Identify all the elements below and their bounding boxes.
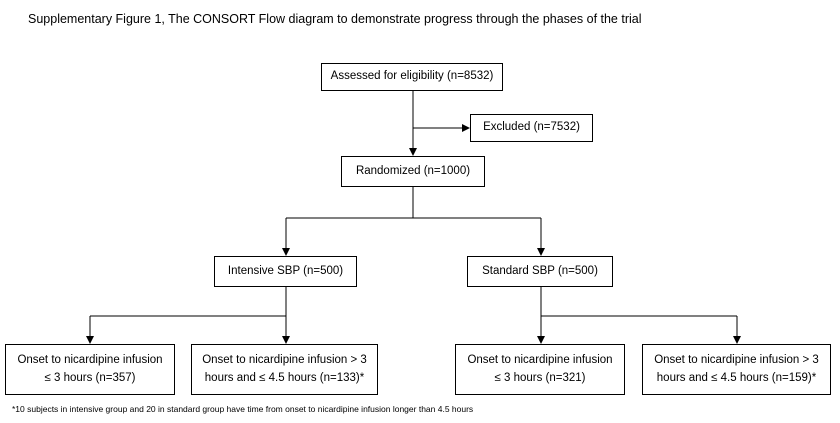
standard-sbp-box: Standard SBP (n=500) xyxy=(467,256,613,287)
standard-early-line-1: Onset to nicardipine infusion xyxy=(467,354,613,367)
standard-late-line-2: hours and ≤ 4.5 hours (n=159)* xyxy=(656,371,817,384)
intensive-early-box: Onset to nicardipine infusion ≤ 3 hours … xyxy=(5,344,175,395)
intensive-early-line-1: Onset to nicardipine infusion xyxy=(17,354,163,367)
standard-sbp-label: Standard SBP (n=500) xyxy=(482,264,598,277)
standard-early-box: Onset to nicardipine infusion ≤ 3 hours … xyxy=(455,344,625,395)
intensive-late-line-1: Onset to nicardipine infusion > 3 xyxy=(202,354,367,367)
figure-caption: Supplementary Figure 1, The CONSORT Flow… xyxy=(28,12,642,26)
randomized-box: Randomized (n=1000) xyxy=(341,156,485,187)
standard-late-box: Onset to nicardipine infusion > 3 hours … xyxy=(642,344,831,395)
excluded-label: Excluded (n=7532) xyxy=(483,121,580,134)
footnote: *10 subjects in intensive group and 20 i… xyxy=(12,404,474,414)
assessed-box: Assessed for eligibility (n=8532) xyxy=(321,63,503,91)
excluded-box: Excluded (n=7532) xyxy=(470,114,593,142)
intensive-late-line-2: hours and ≤ 4.5 hours (n=133)* xyxy=(204,371,365,384)
intensive-early-line-2: ≤ 3 hours (n=357) xyxy=(44,371,136,384)
assessed-label: Assessed for eligibility (n=8532) xyxy=(330,70,494,83)
intensive-sbp-box: Intensive SBP (n=500) xyxy=(214,256,357,287)
standard-early-line-2: ≤ 3 hours (n=321) xyxy=(494,371,586,384)
standard-late-line-1: Onset to nicardipine infusion > 3 xyxy=(654,354,819,367)
randomized-label: Randomized (n=1000) xyxy=(355,164,471,177)
intensive-late-box: Onset to nicardipine infusion > 3 hours … xyxy=(191,344,378,395)
intensive-sbp-label: Intensive SBP (n=500) xyxy=(227,264,344,277)
